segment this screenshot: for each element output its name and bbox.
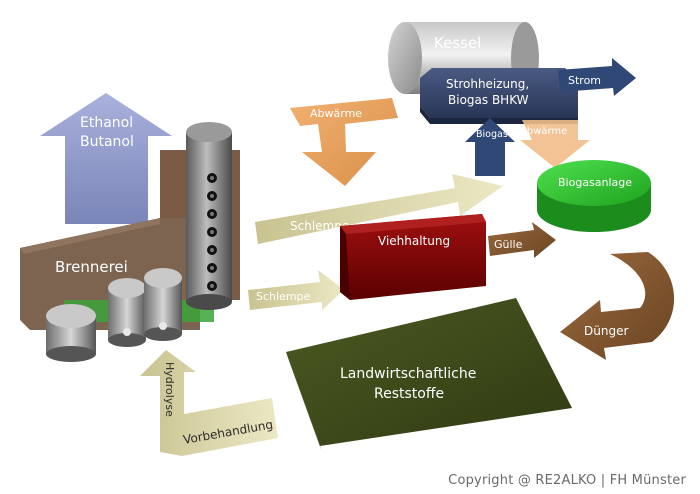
strohheizung-box: Strohheizung, Biogas BHKW (420, 68, 578, 124)
abwaerme-arrow-right: Abwärme (520, 120, 590, 168)
guelle-label: Gülle (494, 238, 523, 251)
abwaerme-arrow-top: Abwärme (290, 98, 398, 186)
tank-2 (108, 278, 146, 347)
guelle-arrow: Gülle (488, 222, 556, 258)
strom-arrow: Strom (558, 58, 636, 96)
viehhaltung-box: Viehhaltung (340, 214, 486, 300)
biogasanlage-label: Biogasanlage (558, 176, 632, 189)
ethanol-butanol-arrow: Ethanol Butanol (40, 93, 172, 224)
butanol-label: Butanol (80, 134, 134, 150)
biogas-arrow: Biogas (465, 118, 515, 176)
copyright-footer: Copyright @ RE2ALKO | FH Münster (448, 473, 686, 488)
abwaerme-label-top: Abwärme (310, 107, 362, 120)
schlempe-label-upper: Schlempe (290, 219, 349, 233)
schlempe-arrow-upper: Schlempe (255, 174, 503, 244)
schlempe-arrow-lower: Schlempe (248, 270, 344, 310)
abwaerme-label-right: Abwärme (520, 126, 567, 137)
duenger-arrow: Dünger (560, 252, 675, 360)
duenger-label: Dünger (584, 324, 628, 338)
biogas-label: Biogas (476, 129, 508, 140)
hydrolyse-vorbehandlung-arrow: Hydrolyse Vorbehandlung (140, 350, 278, 456)
biogasanlage-node: Biogasanlage (537, 160, 651, 232)
strohheizung-label-line1: Strohheizung, (446, 77, 529, 91)
distillation-column (186, 122, 232, 310)
strohheizung-label-line2: Biogas BHKW (448, 93, 529, 107)
kessel-label: Kessel (434, 34, 481, 52)
tank-3 (144, 268, 182, 341)
schlempe-label-lower: Schlempe (256, 290, 311, 303)
ethanol-label: Ethanol (80, 115, 133, 131)
column-ports (207, 173, 217, 291)
tank-1 (46, 304, 96, 362)
reststoffe-label-line2: Reststoffe (374, 386, 444, 402)
reststoffe-block: Landwirtschaftliche Reststoffe (286, 298, 572, 452)
hydrolyse-label: Hydrolyse (163, 362, 176, 417)
viehhaltung-label: Viehhaltung (378, 234, 450, 248)
strom-label: Strom (568, 74, 601, 87)
reststoffe-label-line1: Landwirtschaftliche (340, 366, 476, 382)
brennerei-label: Brennerei (55, 258, 128, 276)
